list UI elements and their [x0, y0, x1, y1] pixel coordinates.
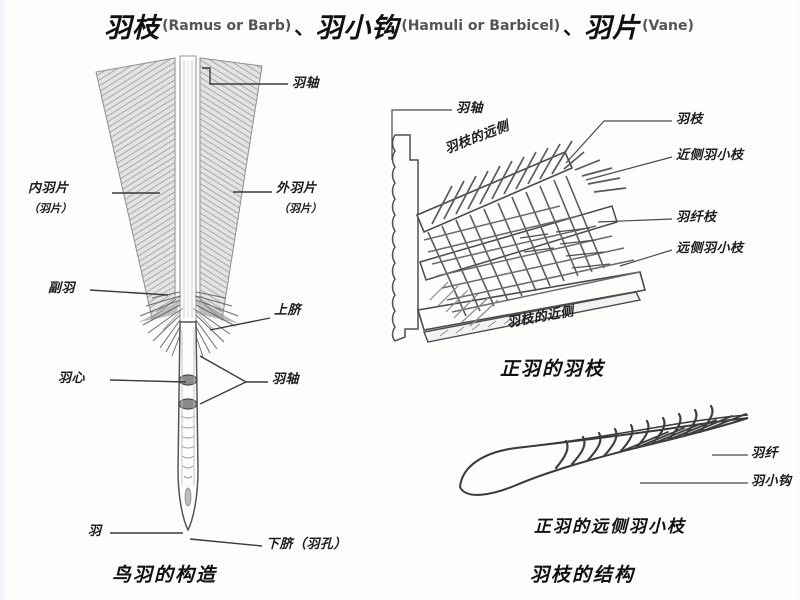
label-proximal-barbule: 近侧羽小枝: [676, 148, 744, 163]
outer-vane-shape: [199, 57, 263, 321]
barbule-spine: [515, 414, 749, 449]
paper-edge-left: [0, 0, 7, 600]
label-inferior-umbilicus: 下脐（羽孔）: [266, 537, 348, 552]
rachis-shaft: [179, 55, 197, 338]
title-term-2-latin: (Hamuli or Barbicel): [401, 17, 561, 34]
label-barbicel-branch: 羽纤枝: [676, 210, 717, 225]
calamus-shape: [177, 321, 199, 532]
label-barb-distal-side: 羽枝的远侧: [443, 118, 512, 158]
title-term-2: 羽小钩: [315, 13, 400, 44]
figure-whole-feather: [89, 55, 288, 547]
barbule-base-blade: [458, 417, 749, 496]
distal-barbules: [431, 140, 627, 225]
page-title: 羽枝(Ramus or Barb)、羽小钩(Hamuli or Barbicel…: [0, 6, 800, 45]
label-superior-umbilicus: 上脐: [274, 303, 302, 318]
label-outer-vane: 外羽片: [276, 181, 317, 196]
paper-edge-right: [795, 0, 800, 600]
label-afterfeather: 副羽: [48, 281, 76, 296]
leader-lines-whole-feather: [89, 67, 288, 547]
label-barb-proximal-side: 羽枝的近侧: [506, 304, 576, 331]
barb-detail-rachis: [391, 134, 419, 342]
barbicel-filaments: [619, 413, 747, 453]
label-barb-rachis: 羽轴: [456, 101, 484, 116]
caption-barbule-detail-inner: 正羽的远侧羽小枝: [534, 517, 686, 537]
figure-barbule-detail: [458, 404, 749, 496]
label-barb: 羽枝: [676, 112, 704, 127]
title-term-1-latin: (Ramus or Barb): [162, 17, 292, 34]
figure-barb-detail: [391, 109, 673, 343]
title-separator-2: 、: [563, 15, 584, 39]
title-term-1: 羽枝: [104, 13, 161, 44]
caption-barb-structure: 羽枝的结构: [530, 564, 636, 586]
label-calamus: 羽: [88, 524, 102, 539]
barbicel-hooks: [519, 227, 611, 269]
barbule-mesh-family-a: [427, 175, 605, 317]
label-pith: 羽心: [58, 371, 86, 386]
caption-barb-detail: 正羽的羽枝: [500, 358, 606, 380]
title-term-3-latin: (Vane): [642, 17, 694, 34]
barb-middle-ramus: [419, 205, 618, 281]
leader-lines-barbule-detail: [640, 454, 748, 484]
label-rachis-mid: 羽轴: [272, 372, 300, 387]
hamuli-hooks: [554, 404, 714, 470]
afterfeather-barbs: [139, 291, 239, 358]
inner-vane-shape: [95, 57, 176, 319]
pith-segments: [178, 374, 198, 507]
barbule-mesh-family-b: [423, 205, 641, 313]
label-inner-vane: 内羽片: [28, 181, 69, 196]
rachis-texture: [183, 60, 193, 318]
caption-whole-feather: 鸟羽的构造: [112, 564, 218, 586]
title-term-3: 羽片: [584, 13, 641, 44]
label-barbicel: 羽纤: [751, 446, 779, 461]
afterfeather-shape: [138, 300, 240, 324]
lower-left-hatch: [429, 281, 499, 327]
title-separator-1: 、: [294, 15, 315, 39]
label-rachis-top: 羽轴: [292, 76, 320, 91]
label-outer-vane-sub: （羽片）: [278, 202, 322, 215]
leader-lines-barb-detail: [391, 109, 673, 267]
barb-upper-ramus: [415, 150, 574, 234]
label-inner-vane-sub: （羽片）: [28, 202, 72, 215]
label-hamulus: 羽小钩: [751, 474, 792, 489]
label-distal-barbule: 远侧羽小枝: [676, 241, 744, 256]
